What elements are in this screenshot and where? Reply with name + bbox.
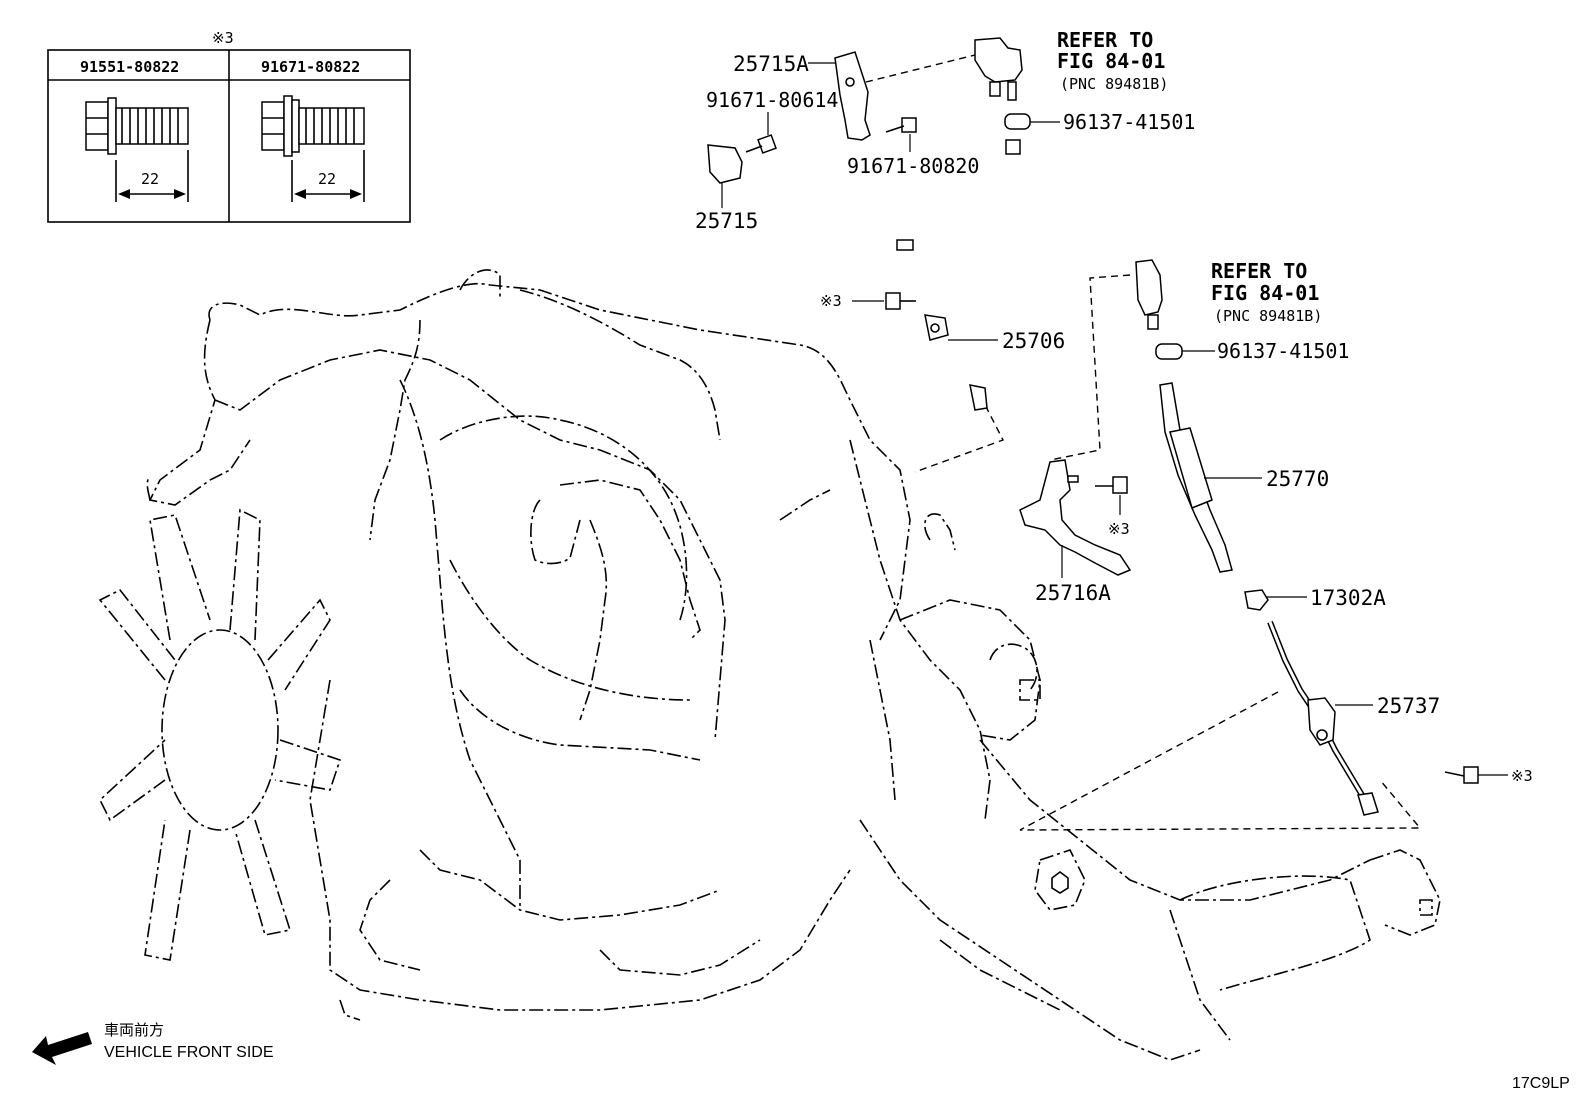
front-direction-arrow-icon — [32, 1032, 92, 1065]
refer-note-1-line1: REFER TO — [1057, 28, 1153, 52]
bracket-25715a — [834, 51, 871, 141]
assembly-reference-lines — [865, 54, 1422, 831]
table-header-mark: ※3 — [212, 29, 234, 47]
callout-25770: 25770 — [1266, 467, 1329, 491]
bolt-91671-icon — [261, 95, 365, 202]
bolt-91551-icon — [85, 97, 189, 202]
cooling-fan-phantom — [98, 508, 342, 961]
refer-note-2-line1: REFER TO — [1211, 259, 1307, 283]
hose-clip-upper-icon — [1004, 113, 1031, 130]
clamp-17302a-icon — [1244, 589, 1269, 611]
bolt-91671-80614-icon — [745, 134, 777, 154]
bracket-25715 — [707, 144, 743, 184]
callout-25715a: 25715A — [733, 52, 809, 76]
fastener-table: ※3 91551-80822 91671-80822 22 — [47, 29, 411, 223]
bolt-mark3-left-icon — [885, 292, 916, 310]
pipe-25737 — [1267, 620, 1379, 816]
hose-clip-lower-icon — [1155, 343, 1183, 360]
callout-25715: 25715 — [695, 209, 758, 233]
table-dimension-2: 22 — [318, 170, 336, 188]
bolt-mark3-right-icon — [1444, 766, 1479, 784]
pipe-25706 — [896, 139, 1021, 411]
callout-mark3-middle: ※3 — [1108, 520, 1130, 538]
figure-code: 17C9LP — [1512, 1075, 1570, 1092]
bracket-25716a — [1019, 459, 1132, 576]
bolt-91671-80820-icon — [885, 117, 917, 133]
hose-25770 — [1159, 382, 1233, 573]
callout-91671-80820: 91671-80820 — [847, 154, 979, 178]
bolt-mark3-middle-icon — [1095, 476, 1128, 494]
callout-96137-41501-lower: 96137-41501 — [1217, 339, 1349, 363]
direction-note-english: VEHICLE FRONT SIDE — [104, 1044, 274, 1061]
table-part-number-1: 91551-80822 — [80, 58, 179, 76]
pressure-sensor-lower-icon — [1135, 259, 1163, 330]
callout-mark3-left: ※3 — [820, 292, 842, 310]
table-part-number-2: 91671-80822 — [261, 58, 360, 76]
direction-note-japanese: 車両前方 — [104, 1021, 164, 1039]
vehicle-front-direction: 車両前方 VEHICLE FRONT SIDE — [32, 1021, 274, 1065]
callout-91671-80614: 91671-80614 — [706, 88, 838, 112]
pressure-sensor-upper-icon — [974, 37, 1023, 101]
callout-mark3-right: ※3 — [1511, 767, 1533, 785]
callout-96137-41501-upper: 96137-41501 — [1063, 110, 1195, 134]
refer-note-2-line2: FIG 84-01 — [1211, 281, 1319, 305]
callout-17302a: 17302A — [1310, 586, 1386, 610]
callout-25706: 25706 — [1002, 329, 1065, 353]
exhaust-catalyst-phantom — [859, 739, 1441, 1061]
refer-note-2-line3: (PNC 89481B) — [1214, 307, 1322, 325]
refer-note-1-line3: (PNC 89481B) — [1060, 75, 1168, 93]
table-dimension-1: 22 — [141, 170, 159, 188]
callout-25737: 25737 — [1377, 694, 1440, 718]
engine-phantom-outline — [146, 269, 1041, 1021]
refer-note-1-line2: FIG 84-01 — [1057, 49, 1165, 73]
callout-25716a: 25716A — [1035, 581, 1111, 605]
